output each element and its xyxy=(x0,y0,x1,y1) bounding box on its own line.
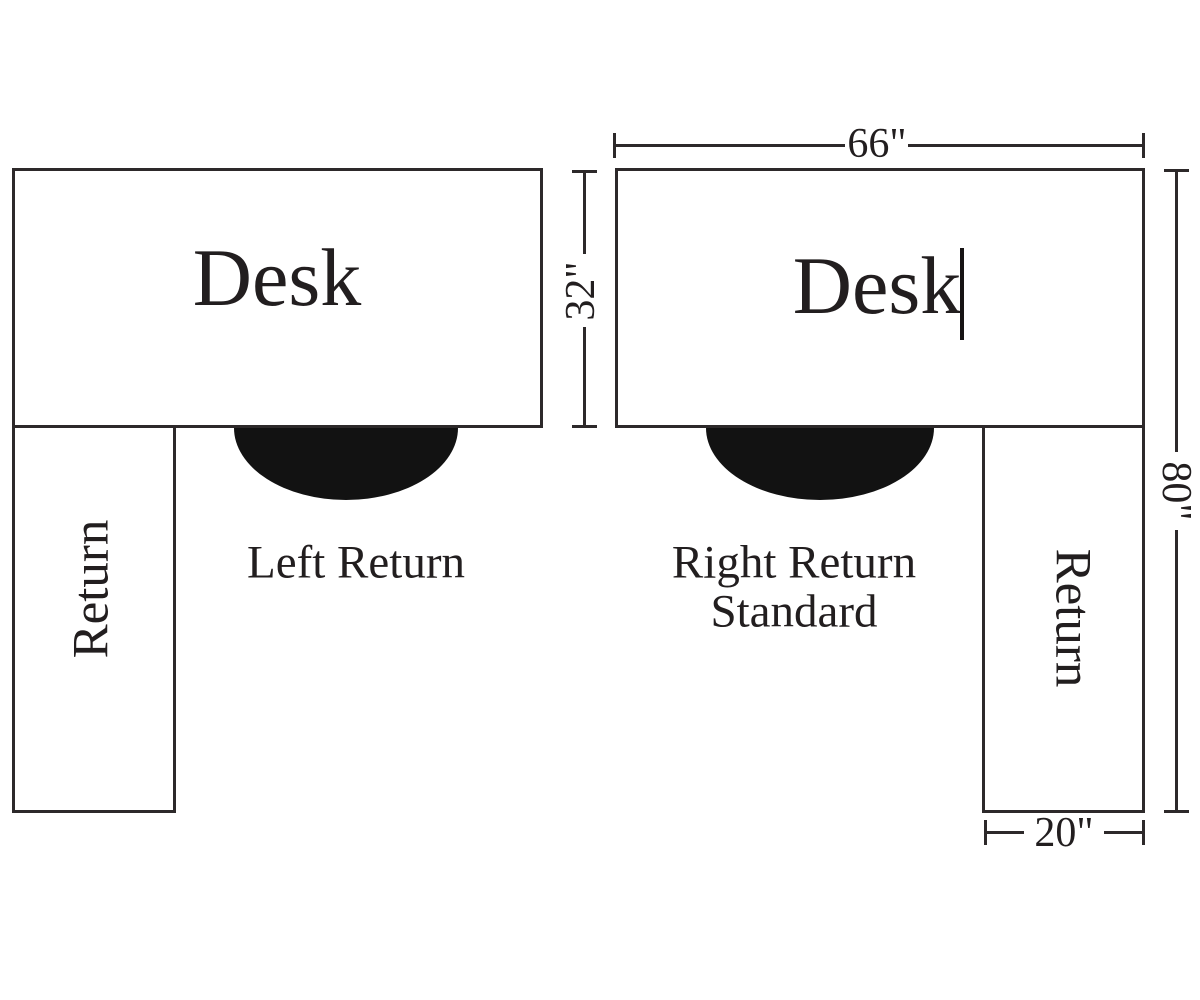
dim-width-label: 66" xyxy=(847,121,907,167)
right-caption: Right Return Standard xyxy=(671,536,917,638)
text-cursor xyxy=(960,248,964,340)
left-desk-label: Desk xyxy=(192,232,362,323)
right-return-label: Return xyxy=(1044,548,1101,688)
dim-width-cap-right xyxy=(1142,133,1145,158)
dim-overall-cap-bottom xyxy=(1164,810,1189,813)
dim-return-line-left xyxy=(984,831,1024,834)
left-return-outline xyxy=(12,425,176,813)
left-return-label: Return xyxy=(63,519,120,659)
left-caption: Left Return xyxy=(247,536,465,589)
dim-depth-line-upper xyxy=(583,171,586,254)
dim-overall-line-upper xyxy=(1175,170,1178,452)
dim-overall-cap-top xyxy=(1164,169,1189,172)
dim-width-cap-left xyxy=(613,133,616,158)
dim-return-label: 20" xyxy=(1034,810,1094,856)
left-desk-outline xyxy=(12,168,543,428)
dim-overall-label: 80" xyxy=(1153,461,1199,521)
right-caption-line2: Standard xyxy=(710,586,878,638)
right-chair-semicircle xyxy=(706,428,934,500)
dim-return-cap-right xyxy=(1142,820,1145,845)
left-chair-semicircle xyxy=(234,428,458,500)
right-return-outline xyxy=(982,425,1145,813)
dim-width-line-left xyxy=(614,144,845,147)
dim-depth-label: 32" xyxy=(558,261,604,321)
dim-return-line-right xyxy=(1104,831,1145,834)
right-desk-label[interactable]: Desk xyxy=(792,240,962,331)
dim-depth-cap-top xyxy=(572,170,597,173)
right-caption-line1: Right Return xyxy=(671,536,917,589)
dim-return-cap-left xyxy=(984,820,987,845)
dim-depth-cap-bottom xyxy=(572,425,597,428)
dim-width-line-right xyxy=(908,144,1145,147)
dim-overall-line-lower xyxy=(1175,530,1178,812)
right-desk-outline xyxy=(615,168,1145,428)
dim-depth-line-lower xyxy=(583,327,586,428)
